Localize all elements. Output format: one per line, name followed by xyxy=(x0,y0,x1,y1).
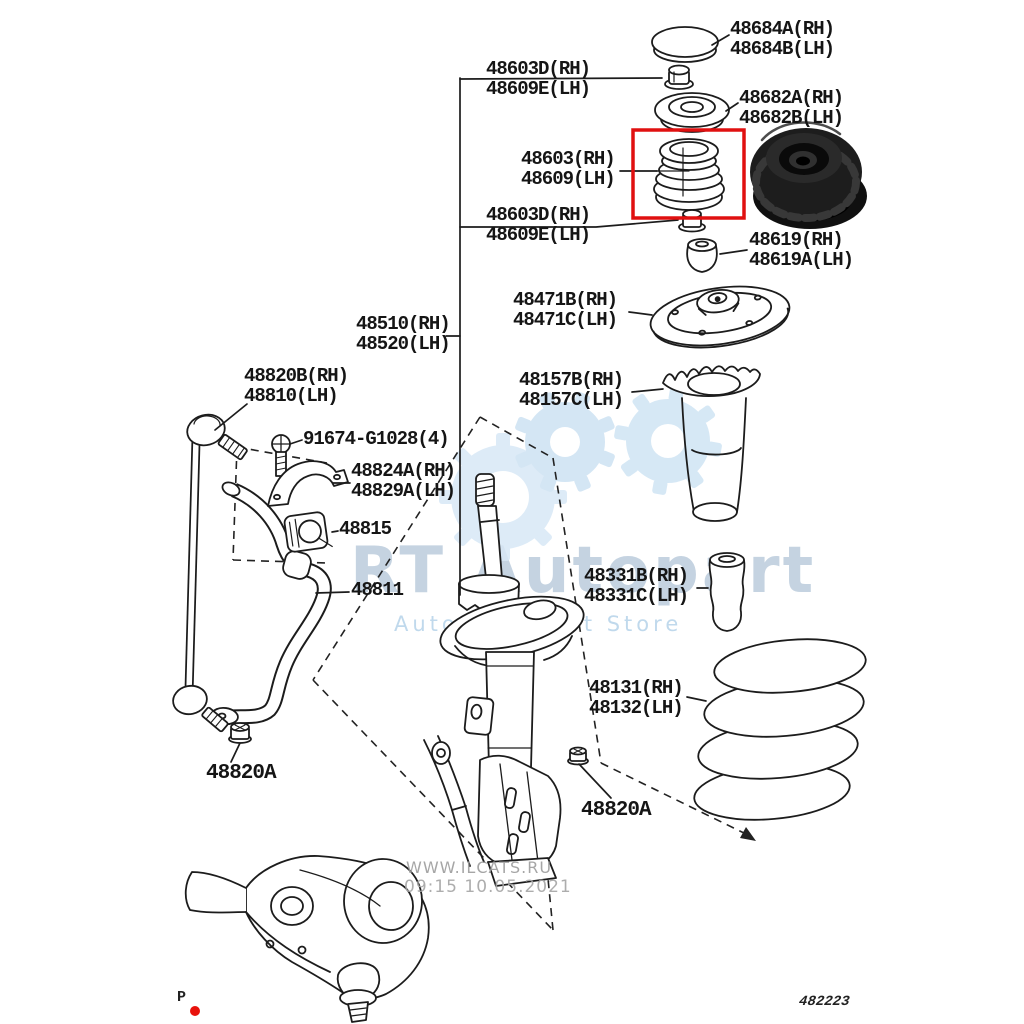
part-label-48684: 48684A(RH)48684B(LH) xyxy=(730,18,835,60)
part-number: 48829A(LH) xyxy=(351,480,456,502)
part-number: 48682B(LH) xyxy=(739,107,844,129)
part-number: 48131(RH) xyxy=(589,677,684,699)
part-number: 48603D(RH) xyxy=(486,58,591,80)
part-number: 48471C(LH) xyxy=(513,309,618,331)
stabilizer-bar-drawing xyxy=(211,481,332,726)
strut-support-drawing xyxy=(653,138,725,211)
part-label-48331: 48331B(RH)48331C(LH) xyxy=(584,565,689,607)
stabilizer-link-drawing xyxy=(172,413,248,733)
part-label-48471: 48471B(RH)48471C(LH) xyxy=(513,289,618,331)
site-watermark: WWW.ILCATS.RU xyxy=(406,858,553,877)
part-number: 48603(RH) xyxy=(521,148,616,170)
part-label-48815: 48815 xyxy=(339,518,392,540)
part-label-48603D-top: 48603D(RH)48609E(LH) xyxy=(486,58,591,100)
leader-lines xyxy=(214,34,748,799)
timestamp-watermark: 09:15 10.05.2021 xyxy=(404,877,572,897)
part-number: 48824A(RH) xyxy=(351,460,456,482)
part-number: 48609(LH) xyxy=(521,168,616,190)
spring-seat-drawing xyxy=(649,285,791,349)
cap-drawing xyxy=(651,26,719,63)
gear-watermark-icon xyxy=(439,387,722,561)
part-number: 48520(LH) xyxy=(356,333,451,355)
part-number: 48811 xyxy=(351,579,404,601)
part-label-48811: 48811 xyxy=(351,579,404,601)
red-dot-marker-icon xyxy=(190,1006,200,1016)
part-label-48619: 48619(RH)48619A(LH) xyxy=(749,229,854,271)
part-number: 48810(LH) xyxy=(244,385,339,407)
part-number: 48510(RH) xyxy=(356,313,451,335)
bar-bracket-drawing xyxy=(267,460,349,507)
shock-absorber-drawing xyxy=(439,473,585,887)
part-number: 91674-G1028(4) xyxy=(303,428,450,450)
part-number: 48684B(LH) xyxy=(730,38,835,60)
part-label-48824: 48824A(RH)48829A(LH) xyxy=(351,460,456,502)
part-label-48820B: 48820B(RH)48810(LH) xyxy=(244,365,349,407)
bar-bushing-drawing xyxy=(283,511,333,553)
dust-cover-drawing xyxy=(662,365,761,522)
page-marker: P xyxy=(177,989,187,1006)
part-label-48682: 48682A(RH)48682B(LH) xyxy=(739,87,844,129)
part-number: 48609E(LH) xyxy=(486,224,591,246)
part-number: 48603D(RH) xyxy=(486,204,591,226)
part-label-48131: 48131(RH)48132(LH) xyxy=(589,677,684,719)
part-number: 48619A(LH) xyxy=(749,249,854,271)
part-label-48157: 48157B(RH)48157C(LH) xyxy=(519,369,624,411)
link-nut-left-drawing xyxy=(228,722,252,744)
link-nut-right-drawing xyxy=(567,746,589,766)
strut-mount-photo xyxy=(750,121,867,229)
washer-drawing xyxy=(654,92,730,133)
part-label-48820A-left: 48820A xyxy=(206,762,277,785)
part-number: 48132(LH) xyxy=(589,697,684,719)
part-number: 48619(RH) xyxy=(749,229,844,251)
part-label-48510: 48510(RH)48520(LH) xyxy=(356,313,451,355)
part-number: 48682A(RH) xyxy=(739,87,844,109)
part-label-48603: 48603(RH)48609(LH) xyxy=(521,148,616,190)
top-nut-drawing xyxy=(664,64,694,90)
part-number: 48157C(LH) xyxy=(519,389,624,411)
cushion-drawing xyxy=(686,238,718,273)
part-number: 48331B(RH) xyxy=(584,565,689,587)
highlight-box xyxy=(631,128,746,220)
part-number: 48471B(RH) xyxy=(513,289,618,311)
part-label-91674: 91674-G1028(4) xyxy=(303,428,450,450)
mid-nut-drawing xyxy=(678,209,706,233)
part-number: 48820A xyxy=(206,762,277,785)
part-number: 48820A xyxy=(581,799,652,822)
coil-spring-drawing xyxy=(693,638,867,821)
part-number: 48684A(RH) xyxy=(730,18,835,40)
part-label-48820A-right: 48820A xyxy=(581,799,652,822)
part-number: 48331C(LH) xyxy=(584,585,689,607)
leader-arrow-icon xyxy=(740,827,756,841)
part-number: 48815 xyxy=(339,518,392,540)
bump-stop-drawing xyxy=(708,552,746,632)
part-number: 48820B(RH) xyxy=(244,365,349,387)
part-number: 48157B(RH) xyxy=(519,369,624,391)
part-number: 48609E(LH) xyxy=(486,78,591,100)
steering-knuckle-drawing xyxy=(184,735,485,1023)
part-label-48603D-mid: 48603D(RH)48609E(LH) xyxy=(486,204,591,246)
diagram-number: 482223 xyxy=(798,994,851,1010)
